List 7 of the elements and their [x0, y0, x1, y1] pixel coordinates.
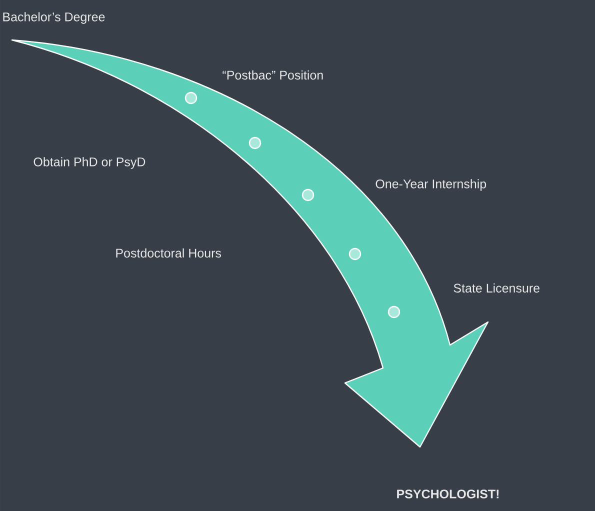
step-label: One-Year Internship	[376, 179, 486, 191]
step-label: Bachelor’s Degree	[3, 12, 105, 24]
step-label: PSYCHOLOGIST!	[397, 490, 499, 498]
step-label: Postdoctoral Hours	[116, 248, 222, 258]
step-label: Obtain PhD or PsyD	[34, 157, 146, 169]
step-label: State Licensure	[454, 283, 540, 293]
step-label: “Postbac” Position	[222, 70, 323, 80]
